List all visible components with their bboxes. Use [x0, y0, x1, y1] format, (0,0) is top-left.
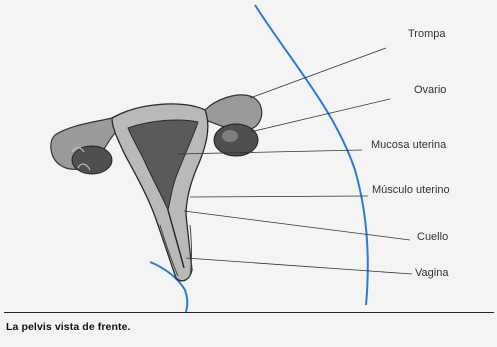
leader-cuello	[184, 211, 410, 240]
leader-trompa	[250, 48, 386, 98]
right-ovary	[214, 124, 258, 156]
body-outline-right	[255, 5, 368, 305]
leader-mucosa	[178, 150, 362, 154]
leader-ovario	[250, 99, 390, 132]
right-ovary-highlight	[222, 130, 238, 142]
label-trompa: Trompa	[408, 28, 446, 40]
label-musculo-uterino: Músculo uterino	[372, 184, 450, 196]
leader-musculo	[190, 196, 368, 197]
label-mucosa-uterina: Mucosa uterina	[371, 139, 446, 151]
label-cuello: Cuello	[417, 231, 448, 243]
figure-caption: La pelvis vista de frente.	[6, 321, 131, 333]
left-ovary	[72, 146, 112, 174]
label-vagina: Vagina	[415, 267, 448, 279]
leader-vagina	[186, 258, 412, 274]
label-ovario: Ovario	[414, 84, 446, 96]
